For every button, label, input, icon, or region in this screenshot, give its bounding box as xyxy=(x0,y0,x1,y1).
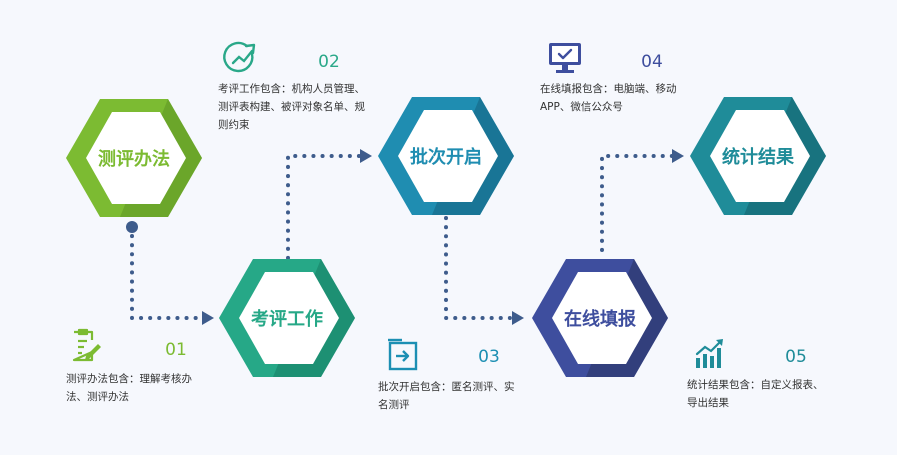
step-description-2: 考评工作包含：机构人员管理、 测评表构建、被评对象名单、规 则约束 xyxy=(218,80,388,134)
hexagon-step-5: 统计结果 xyxy=(690,97,826,215)
step-description-4: 在线填报包含：电脑端、移动 APP、微信公众号 xyxy=(540,80,690,116)
hexagon-inner-2 xyxy=(239,272,339,364)
hexagon-label-4: 在线填报 xyxy=(564,308,636,330)
step-description-5-line-2: 导出结果 xyxy=(687,397,729,409)
connector-2-3 xyxy=(286,154,364,260)
arrowhead-2 xyxy=(202,311,214,325)
step-description-1: 测评办法包含：理解考核办 法、测评办法 xyxy=(66,370,206,406)
hexagon-label-2: 考评工作 xyxy=(251,308,323,330)
hexagon-inner-4 xyxy=(552,272,652,364)
step-description-2-line-1: 考评工作包含：机构人员管理、 xyxy=(218,83,365,95)
hexagon-step-3: 批次开启 xyxy=(378,97,514,215)
monitor-check-icon xyxy=(549,43,581,73)
connector-4-5 xyxy=(600,154,674,252)
arrowhead-3 xyxy=(360,149,372,163)
clipboard-edit-icon xyxy=(72,328,101,362)
connector-3-4 xyxy=(444,216,512,320)
step-number-2: 02 xyxy=(318,52,340,72)
step-description-3-line-1: 批次开启包含：匿名测评、实 xyxy=(378,381,515,393)
step-description-5-line-1: 统计结果包含：自定义报表、 xyxy=(687,379,824,391)
hexagon-step-2: 考评工作 xyxy=(219,259,355,377)
step-description-3-line-2: 名测评 xyxy=(378,399,410,411)
hexagon-inner-3 xyxy=(398,110,498,202)
arrowhead-5 xyxy=(672,149,684,163)
hexagon-inner-5 xyxy=(710,110,810,202)
step-description-1-line-1: 测评办法包含：理解考核办 xyxy=(66,373,192,385)
step-description-3: 批次开启包含：匿名测评、实 名测评 xyxy=(378,378,528,414)
step-description-5: 统计结果包含：自定义报表、 导出结果 xyxy=(687,376,837,412)
step-description-4-line-2: APP、微信公众号 xyxy=(540,101,623,113)
step-description-2-line-3: 则约束 xyxy=(218,119,250,131)
arrowheads xyxy=(202,149,684,325)
hexagon-inner-1 xyxy=(86,112,186,204)
step-number-4: 04 xyxy=(641,52,663,72)
connector-1-2 xyxy=(130,234,207,320)
bar-chart-icon xyxy=(695,339,723,368)
growth-chart-icon xyxy=(223,41,256,73)
step-number-1: 01 xyxy=(165,340,187,360)
enter-box-icon xyxy=(388,338,418,371)
hexagon-label-3: 批次开启 xyxy=(410,146,482,168)
hexagon-step-4: 在线填报 xyxy=(532,259,668,377)
step-description-1-line-2: 法、测评办法 xyxy=(66,391,129,403)
hexagon-label-1: 测评办法 xyxy=(98,148,170,170)
step-description-4-line-1: 在线填报包含：电脑端、移动 xyxy=(540,83,677,95)
connectors xyxy=(130,154,674,320)
step-number-3: 03 xyxy=(478,347,500,367)
step-description-2-line-2: 测评表构建、被评对象名单、规 xyxy=(218,101,365,113)
hexagon-step-1: 测评办法 xyxy=(66,99,202,217)
connector-start-dot xyxy=(126,221,138,233)
arrowhead-4 xyxy=(512,311,524,325)
step-number-5: 05 xyxy=(785,347,807,367)
hexagon-label-5: 统计结果 xyxy=(722,146,795,168)
